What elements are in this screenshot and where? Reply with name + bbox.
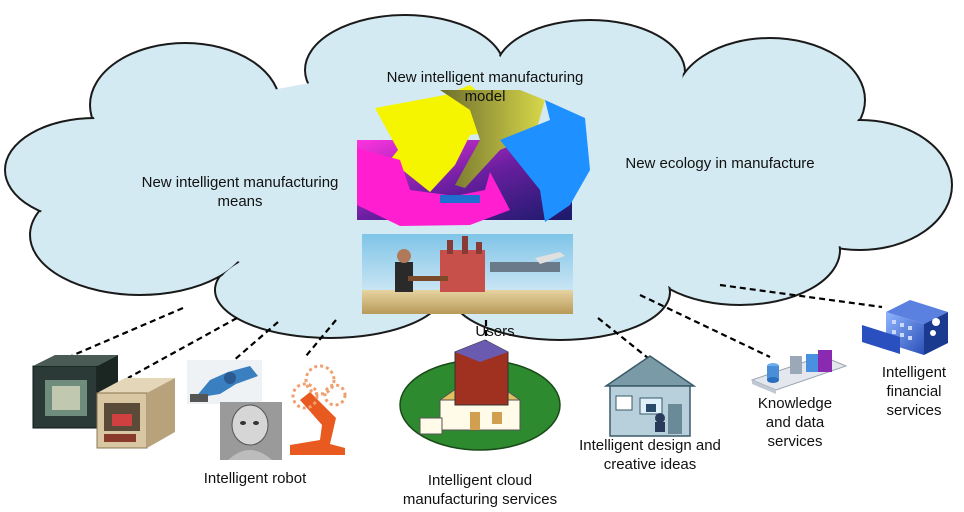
means-label: New intelligent manufacturing means [100, 173, 380, 211]
knowledge-label-line3: services [767, 433, 823, 450]
means-label-line1: New intelligent manufacturing [141, 174, 339, 191]
financial-label-line2: financial [886, 383, 942, 400]
financial-label-line1: Intelligent [881, 364, 947, 381]
cloud-services-line1: Intelligent cloud [427, 472, 533, 489]
model-label-line1: New intelligent manufacturing [386, 69, 584, 86]
cycle-arrows-graphic [357, 85, 590, 226]
financial-label: Intelligent financial services [868, 363, 960, 420]
model-label: New intelligent manufacturing model [340, 68, 630, 106]
cloud-factory-icon [399, 339, 561, 451]
orange-robot-arm-icon [290, 364, 347, 455]
financial-label-line3: services [886, 402, 942, 419]
financial-building-icon [862, 300, 948, 355]
cloud-services-label: Intelligent cloud manufacturing services [365, 471, 595, 509]
design-label: Intelligent design and creative ideas [560, 436, 740, 474]
ecology-label-text: New ecology in manufacture [625, 155, 815, 172]
knowledge-label-line2: and data [765, 414, 825, 431]
humanoid-robot-icon [220, 402, 282, 460]
design-label-line1: Intelligent design and [579, 437, 721, 454]
knowledge-label-line1: Knowledge [757, 395, 833, 412]
users-label: Users [455, 322, 535, 341]
users-factory-illustration [362, 234, 573, 314]
cloud-services-line2: manufacturing services [402, 491, 558, 508]
design-label-line2: creative ideas [603, 456, 697, 473]
desktop-3d-printer-icon [96, 378, 175, 449]
dashed-connectors [61, 283, 883, 379]
robot-label-text: Intelligent robot [203, 470, 307, 487]
means-label-line2: means [217, 193, 263, 210]
users-label-text: Users [475, 323, 515, 340]
industrial-robot-arm-icon [187, 360, 262, 404]
knowledge-data-icon [750, 350, 848, 394]
robot-label: Intelligent robot [180, 469, 330, 488]
ecology-label: New ecology in manufacture [590, 154, 850, 173]
design-house-icon [603, 355, 697, 437]
knowledge-label: Knowledge and data services [745, 394, 845, 451]
model-label-line2: model [464, 88, 506, 105]
